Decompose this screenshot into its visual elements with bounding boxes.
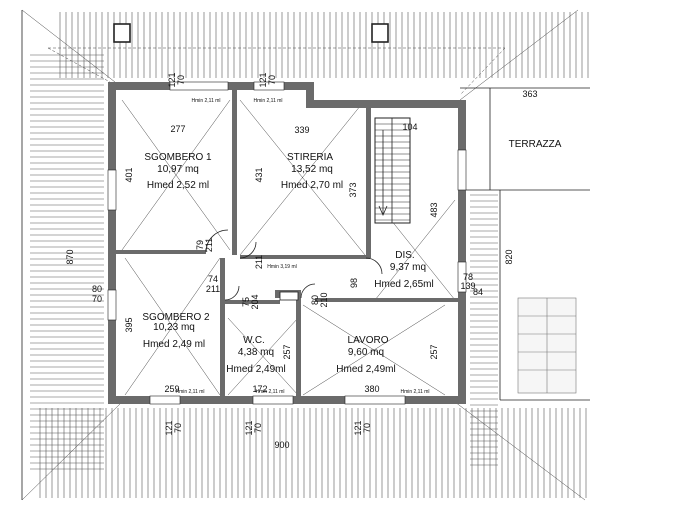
cabinet xyxy=(279,291,299,301)
hmin-bot-left: Hmin 2,11 ml xyxy=(175,389,204,395)
dim-70-bot-1: 70 xyxy=(173,423,183,433)
staircase xyxy=(374,117,411,224)
room-area-dis: 9,37 mq xyxy=(390,262,426,273)
dim-257-lavoro: 257 xyxy=(429,344,439,359)
room-area-stireria: 13,52 mq xyxy=(291,164,333,175)
room-area-wc: 4,38 mq xyxy=(238,347,274,358)
hmin-labels: Hmin 2,11 ml Hmin 2,11 ml Hmin 3,19 ml H… xyxy=(175,98,429,395)
dim-401: 401 xyxy=(124,167,134,182)
roof-outline xyxy=(21,9,590,501)
room-name-lavoro: LAVORO xyxy=(348,335,389,346)
dim-363: 363 xyxy=(522,89,537,99)
room-area-sgombero1: 10,97 mq xyxy=(157,164,199,175)
dim-98: 98 xyxy=(349,278,359,288)
dim-339: 339 xyxy=(294,125,309,135)
room-area-sgombero2: 10,23 mq xyxy=(153,322,195,333)
dim-483: 483 xyxy=(429,202,439,217)
hmin-bot-mid: Hmin 2,11 ml xyxy=(255,389,284,395)
dim-900: 900 xyxy=(274,440,289,450)
room-hmed-sgombero1: Hmed 2,52 ml xyxy=(147,180,209,191)
dim-121-top-mid: 121 xyxy=(258,72,268,87)
dim-870: 870 xyxy=(65,249,75,264)
dim-373: 373 xyxy=(348,182,358,197)
dim-211-c: 211 xyxy=(254,255,264,269)
dim-79: 79 xyxy=(195,240,205,250)
dim-74: 74 xyxy=(208,274,218,284)
dim-121-bot-1: 121 xyxy=(164,420,174,435)
dim-75: 75 xyxy=(241,297,251,307)
dim-70-bot-2: 70 xyxy=(253,423,263,433)
dim-104: 104 xyxy=(402,122,417,132)
dim-121-bot-3: 121 xyxy=(353,420,363,435)
room-name-sgombero2: SGOMBERO 2 xyxy=(142,312,210,323)
room-name-terrazza: TERRAZZA xyxy=(509,139,562,150)
hmin-top-mid: Hmin 2,11 ml xyxy=(253,98,282,104)
room-hmed-lavoro: Hmed 2,49ml xyxy=(336,364,395,375)
chimney-right xyxy=(371,23,389,43)
room-area-lavoro: 9,60 mq xyxy=(348,347,384,358)
dim-204: 204 xyxy=(250,294,260,309)
doors xyxy=(205,229,383,301)
dim-211: 211 xyxy=(206,284,220,294)
dim-380: 380 xyxy=(364,384,379,394)
dim-80: 80 xyxy=(92,284,102,294)
terrace-paving xyxy=(517,297,577,394)
dim-820: 820 xyxy=(504,249,514,264)
chimney-left xyxy=(113,23,131,43)
dim-84: 84 xyxy=(473,287,483,297)
hmin-mid: Hmin 3,19 ml xyxy=(267,264,296,270)
room-hmed-wc: Hmed 2,49ml xyxy=(226,364,285,375)
room-name-sgombero1: SGOMBERO 1 xyxy=(144,152,212,163)
hmin-top-left: Hmin 2,11 ml xyxy=(191,98,220,104)
dim-172: 172 xyxy=(252,384,267,394)
dim-121-top-left: 121 xyxy=(167,72,177,87)
dim-211-b: 211 xyxy=(204,238,214,252)
room-hmed-sgombero2: Hmed 2,49 ml xyxy=(143,339,205,350)
dim-395: 395 xyxy=(124,317,134,332)
dim-70-mid: 70 xyxy=(92,294,102,304)
dim-431: 431 xyxy=(254,167,264,182)
dim-70-top-mid: 70 xyxy=(267,75,277,85)
dim-78: 78 xyxy=(463,272,473,282)
room-hmed-dis: Hmed 2,65ml xyxy=(374,279,433,290)
dim-121-bot-2: 121 xyxy=(244,420,254,435)
dim-70-top-left: 70 xyxy=(176,75,186,85)
room-labels: SGOMBERO 1 10,97 mq Hmed 2,52 ml STIRERI… xyxy=(142,139,561,375)
dim-80-b: 80 xyxy=(310,295,320,305)
dim-277: 277 xyxy=(170,124,185,134)
dim-70-bot-3: 70 xyxy=(362,423,372,433)
dim-257-wc: 257 xyxy=(282,344,292,359)
room-hmed-stireria: Hmed 2,70 ml xyxy=(281,180,343,191)
dim-139: 139 xyxy=(460,281,475,291)
room-name-stireria: STIRERIA xyxy=(287,152,333,163)
room-diagonals xyxy=(121,99,456,396)
windows xyxy=(107,81,467,405)
roof-hatching xyxy=(30,12,589,498)
hmin-bot-right: Hmin 2,11 ml xyxy=(400,389,429,395)
dim-259: 259 xyxy=(164,384,179,394)
dim-210: 210 xyxy=(319,292,329,307)
room-name-wc: W.C. xyxy=(243,335,265,346)
room-name-dis: DIS. xyxy=(395,250,414,261)
dimension-labels: 277 339 363 104 900 259 172 380 78 139 8… xyxy=(65,72,538,450)
